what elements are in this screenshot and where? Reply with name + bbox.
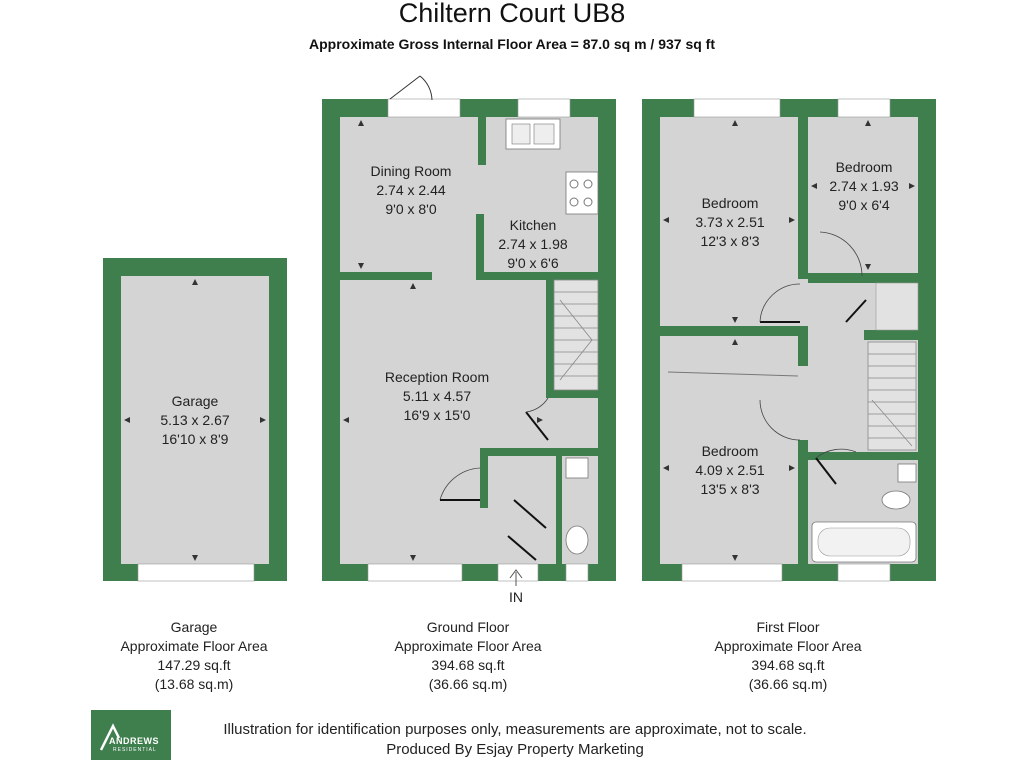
front-door-leaf <box>507 535 537 561</box>
garage-caption-label: Approximate Floor Area <box>120 638 268 654</box>
bedroom1-name: Bedroom <box>702 195 759 211</box>
stair-wall <box>546 280 554 392</box>
bathroom-window <box>837 563 891 582</box>
first-caption-label: Approximate Floor Area <box>714 638 862 654</box>
ground-floor-caption: Ground Floor Approximate Floor Area 394.… <box>368 618 568 694</box>
bathroom-side-wall <box>798 440 808 564</box>
landing-wall-a <box>798 326 808 366</box>
dining-room-name: Dining Room <box>371 163 452 179</box>
toilet-icon <box>565 525 589 555</box>
garage-room-metric: 5.13 x 2.67 <box>160 412 229 428</box>
dining-reception-wall <box>340 272 432 280</box>
logo-sub: RESIDENTIAL <box>113 747 157 753</box>
wc-door-leaf <box>513 499 547 529</box>
garage-caption-name: Garage <box>170 619 218 635</box>
bedroom3-metric: 4.09 x 2.51 <box>695 462 764 478</box>
disclaimer-line-1: Illustration for identification purposes… <box>223 721 807 738</box>
garage-floor <box>121 276 269 564</box>
store-door-leaf <box>525 411 549 441</box>
dining-room-metric: 2.74 x 2.44 <box>376 182 445 198</box>
bedroom2-window <box>837 98 891 118</box>
first-toilet-icon <box>881 490 911 510</box>
garage-caption-sqft: 147.29 sq.ft <box>157 657 231 673</box>
first-floor-area <box>660 117 918 564</box>
ground-caption-name: Ground Floor <box>426 619 510 635</box>
logo-mark-icon <box>99 723 121 751</box>
first-floor-stairs <box>867 341 917 451</box>
bedroom1-imperial: 12'3 x 8'3 <box>700 233 759 249</box>
entrance-arrow-icon <box>509 569 523 586</box>
bedroom-divider-wall <box>798 117 808 279</box>
ground-stairs <box>553 279 599 391</box>
kitchen-room-metric: 2.74 x 1.98 <box>498 236 567 252</box>
hall-door-swing <box>439 467 481 501</box>
garage-caption-sqm: (13.68 sq.m) <box>154 676 234 692</box>
wc-window <box>565 563 589 582</box>
disclaimer: Illustration for identification purposes… <box>170 720 860 760</box>
page-title: Chiltern Court UB8 <box>398 0 626 28</box>
bedroom2-name: Bedroom <box>836 159 893 175</box>
dining-room-imperial: 9'0 x 8'0 <box>385 201 436 217</box>
kitchen-reception-wall <box>476 272 598 280</box>
store-wall <box>546 390 598 398</box>
bedroom3-door-swing <box>759 399 801 441</box>
ground-caption-sqm: (36.66 sq.m) <box>428 676 508 692</box>
bedroom2-bottom-wall <box>808 273 918 283</box>
bathroom-door-leaf <box>815 457 837 485</box>
bedroom2-imperial: 9'0 x 6'4 <box>838 197 889 213</box>
dimension-markers <box>124 120 915 561</box>
garage-room-imperial: 16'10 x 8'9 <box>162 431 229 447</box>
bedroom3-imperial: 13'5 x 8'3 <box>700 481 759 497</box>
first-basin-icon <box>897 463 917 483</box>
reception-window <box>367 563 463 582</box>
wc-wall <box>556 448 562 564</box>
cupboard-wall <box>864 330 918 340</box>
ground-caption-label: Approximate Floor Area <box>394 638 542 654</box>
airing-cupboard <box>875 282 919 331</box>
kitchen-window <box>517 98 571 118</box>
bedroom2-door-leaf <box>845 299 867 323</box>
hall-wall <box>480 448 598 456</box>
bedroom3-window <box>681 563 783 582</box>
kitchen-side-wall <box>476 214 484 276</box>
reception-room-metric: 5.11 x 4.57 <box>403 388 471 404</box>
garage-caption: Garage Approximate Floor Area 147.29 sq.… <box>104 618 284 694</box>
hall-side-wall <box>480 448 488 508</box>
reception-room-imperial: 16'9 x 15'0 <box>404 407 471 423</box>
kitchen-room-name: Kitchen <box>510 217 557 233</box>
first-caption-sqft: 394.68 sq.ft <box>751 657 825 673</box>
kitchen-room-imperial: 9'0 x 6'6 <box>507 255 558 271</box>
wardrobe-line <box>667 371 799 377</box>
bedroom2-metric: 2.74 x 1.93 <box>829 178 898 194</box>
disclaimer-line-2: Produced By Esjay Property Marketing <box>386 741 644 758</box>
kitchen-wall-upper <box>478 117 486 165</box>
back-door-leaf <box>389 75 421 100</box>
bedroom1-metric: 3.73 x 2.51 <box>695 214 764 230</box>
back-door-swing <box>419 75 433 101</box>
bathroom-top-wall <box>808 452 918 460</box>
entrance-label: IN <box>509 589 523 605</box>
ground-caption-sqft: 394.68 sq.ft <box>431 657 505 673</box>
garage-door <box>137 563 255 582</box>
hob-icon <box>565 171 599 215</box>
first-floor-plan: Bedroom 3.73 x 2.51 12'3 x 8'3 Bedroom 2… <box>642 98 936 582</box>
logo-name: ANDREWS <box>109 736 159 746</box>
bedroom1-bedroom3-wall <box>660 326 808 336</box>
dining-window <box>387 98 461 118</box>
first-floor-caption: First Floor Approximate Floor Area 394.6… <box>688 618 888 694</box>
first-caption-sqm: (36.66 sq.m) <box>748 676 828 692</box>
ground-floor-plan: Dining Room 2.74 x 2.44 9'0 x 8'0 Kitche… <box>322 75 616 605</box>
bedroom3-name: Bedroom <box>702 443 759 459</box>
floor-area-subtitle: Approximate Gross Internal Floor Area = … <box>309 36 715 52</box>
garage-plan: Garage 5.13 x 2.67 16'10 x 8'9 <box>103 258 287 582</box>
garage-room-name: Garage <box>172 393 219 409</box>
basin-icon <box>565 457 589 479</box>
andrews-logo: ANDREWS RESIDENTIAL <box>91 710 171 760</box>
reception-room-name: Reception Room <box>385 369 489 385</box>
bedroom1-window <box>693 98 781 118</box>
first-caption-name: First Floor <box>756 619 820 635</box>
